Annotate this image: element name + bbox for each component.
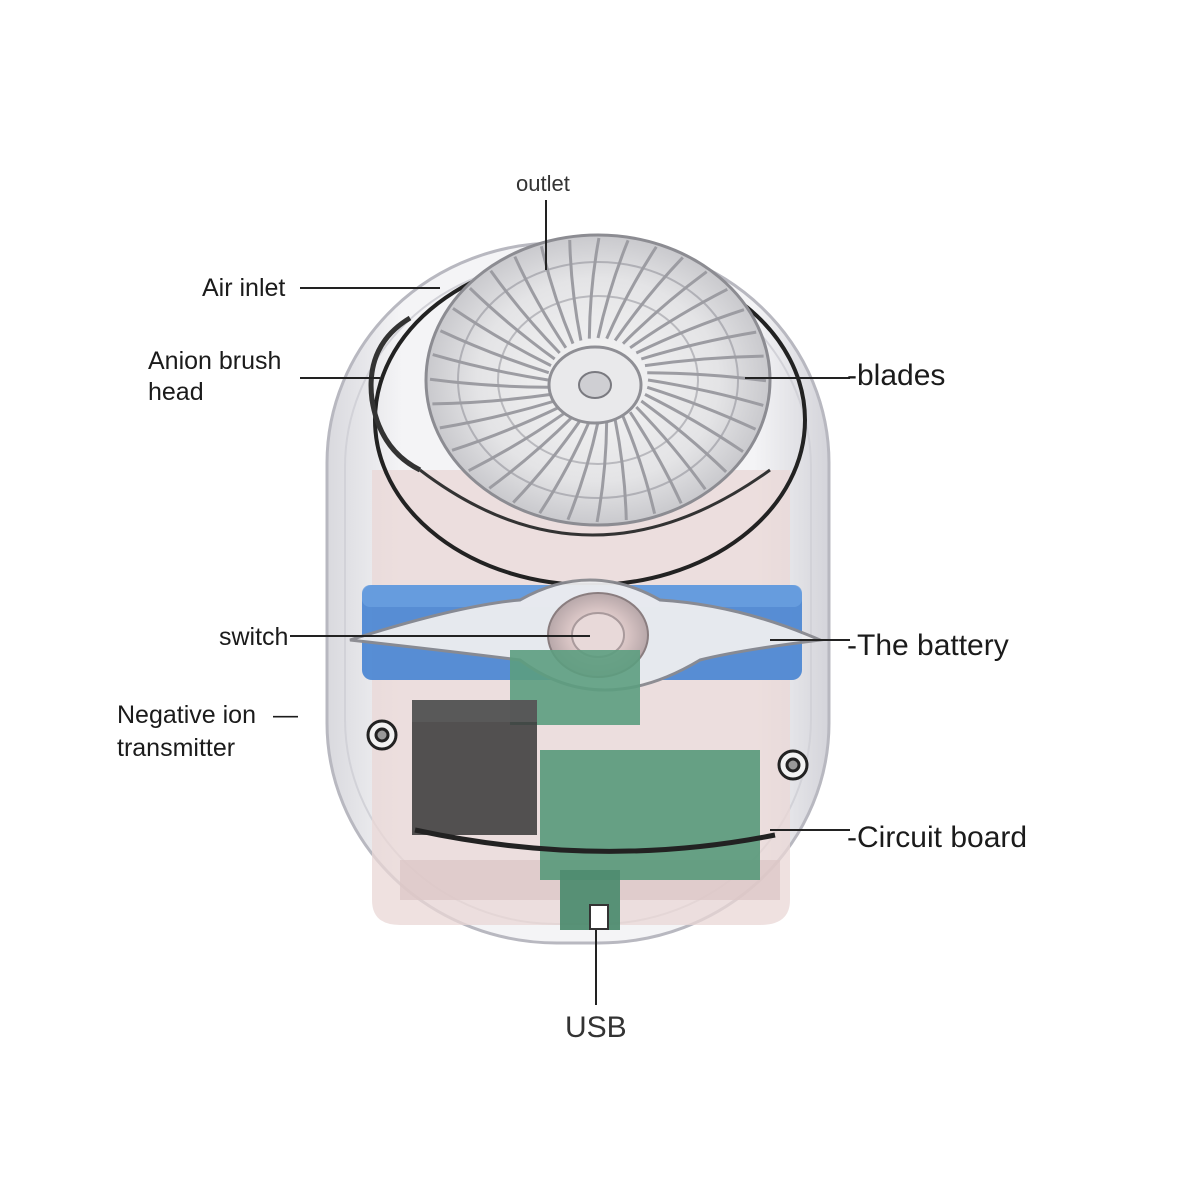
fan-blade <box>646 385 757 431</box>
fan-blade <box>635 405 707 491</box>
fan-blade <box>489 269 561 355</box>
fan-blade <box>451 405 561 452</box>
fan-blade <box>647 371 767 383</box>
fan-blade <box>640 399 728 473</box>
fan-blade <box>621 415 657 515</box>
fan-blade <box>587 237 601 339</box>
fan-blade <box>538 420 591 514</box>
fan-blade <box>647 378 764 407</box>
label-air-inlet: Air inlet <box>202 274 286 302</box>
fan-blade <box>488 415 575 490</box>
fan-blade <box>539 245 575 345</box>
fan-blade <box>432 353 549 382</box>
label-anion-brush-head-line1: Anion brush <box>148 347 282 375</box>
label-negative-ion-line2: transmitter <box>117 734 236 762</box>
label-anion-brush-head: Anion brush head <box>148 346 281 408</box>
fan-blade <box>468 410 567 473</box>
leader-lines <box>290 200 850 1005</box>
fan-blade <box>629 287 728 350</box>
fan-blade <box>621 270 708 345</box>
fan-blade <box>596 239 630 339</box>
fan-blade <box>605 246 658 340</box>
circuit-board <box>510 650 760 930</box>
fan-blade <box>432 392 552 406</box>
fan-blade <box>468 287 556 361</box>
fan-blade <box>644 393 744 453</box>
anion-brush-wire <box>368 315 422 473</box>
label-usb: USB <box>565 1011 627 1044</box>
side-clips <box>366 719 809 781</box>
fan-blade <box>452 307 552 367</box>
fan-blade <box>568 239 583 341</box>
fan-blade <box>613 256 684 342</box>
label-switch: switch <box>219 623 289 651</box>
fan-blade <box>595 421 609 523</box>
fan-blade <box>439 329 550 375</box>
fan-blade <box>429 377 549 389</box>
fan-blades <box>429 237 767 523</box>
label-circuit-board: -Circuit board <box>847 821 1028 854</box>
fan-blade <box>566 421 600 521</box>
fan-blade <box>644 354 764 368</box>
label-anion-brush-head-line2: head <box>148 378 204 406</box>
label-negative-ion-text: Negative ion <box>117 701 256 729</box>
fan-blade <box>439 399 556 430</box>
label-blades: -blades <box>847 359 946 392</box>
fan-blade <box>513 256 568 349</box>
fan-blade <box>628 411 683 504</box>
fan-blade <box>635 308 745 355</box>
ion-transmitter-module <box>412 700 776 854</box>
fan-blade <box>512 418 583 504</box>
label-negative-ion-dash: — <box>272 701 298 729</box>
label-battery: -The battery <box>847 629 1009 662</box>
fan-blade <box>640 330 757 361</box>
label-outlet: outlet <box>516 171 570 196</box>
fan-blade <box>613 419 628 521</box>
label-negative-ion-line1: Negative ion — <box>117 699 298 732</box>
label-negative-ion-transmitter: Negative ion — transmitter <box>117 699 298 765</box>
